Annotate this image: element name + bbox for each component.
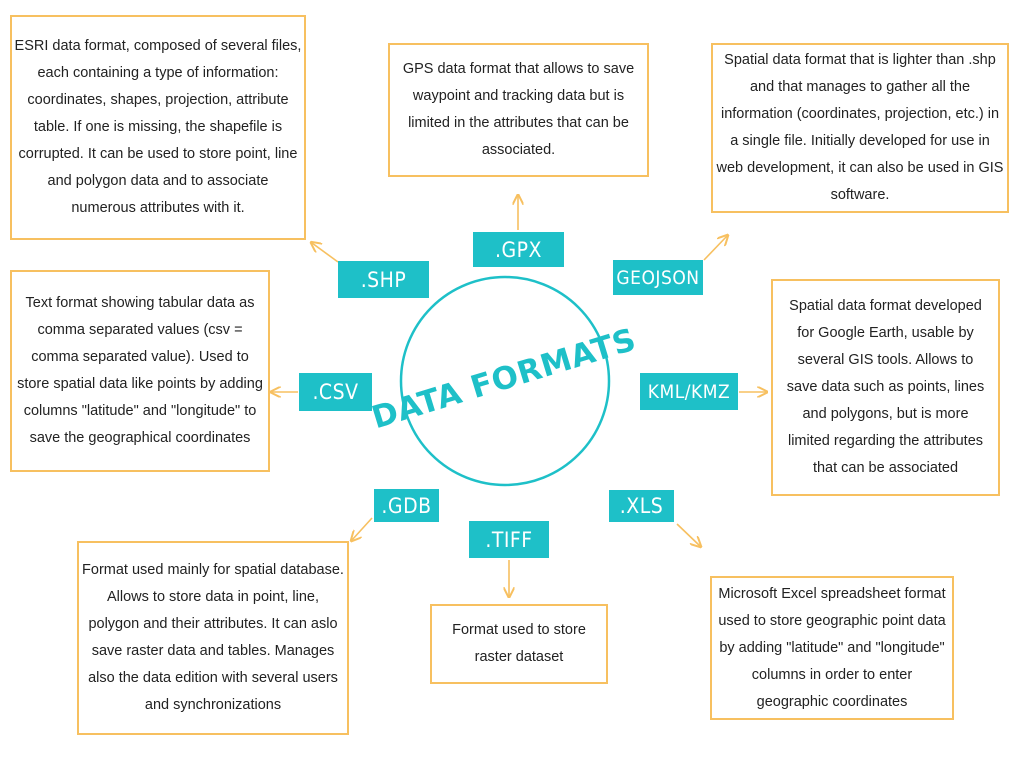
tag-shp: .SHP [338, 261, 429, 298]
tag-gpx: .GPX [473, 232, 564, 267]
desc-gdb-text: Format used mainly for spatial database.… [82, 562, 344, 713]
desc-geojson-text: Spatial data format that is lighter than… [716, 52, 1004, 203]
arrow-xls [676, 523, 700, 546]
desc-gdb: Format used mainly for spatial database.… [77, 541, 349, 735]
tag-xls: .XLS [609, 490, 674, 522]
tag-geojson: GEOJSON [613, 260, 703, 295]
tag-tiff: .TIFF [469, 521, 549, 558]
center-circle [399, 275, 611, 487]
desc-gpx-text: GPS data format that allows to save wayp… [402, 61, 635, 158]
desc-csv-text: Text format showing tabular data as comm… [17, 295, 263, 446]
desc-tiff-text: Format used to store raster dataset [452, 622, 586, 665]
desc-kml-text: Spatial data format developed for Google… [786, 298, 985, 476]
desc-geojson: Spatial data format that is lighter than… [711, 43, 1009, 213]
arrow-shp [312, 243, 339, 263]
tag-kml: KML/KMZ [640, 373, 738, 410]
desc-xls-text: Microsoft Excel spreadsheet format used … [718, 585, 946, 710]
tag-csv: .CSV [299, 373, 372, 411]
desc-gpx: GPS data format that allows to save wayp… [388, 43, 649, 177]
desc-csv: Text format showing tabular data as comm… [10, 270, 270, 472]
arrow-gdb [352, 517, 373, 540]
desc-shp-text: ESRI data format, composed of several fi… [14, 38, 302, 216]
desc-tiff: Format used to store raster dataset [430, 604, 608, 684]
desc-shp: ESRI data format, composed of several fi… [10, 15, 306, 240]
desc-xls: Microsoft Excel spreadsheet format used … [710, 576, 954, 720]
desc-kml: Spatial data format developed for Google… [771, 279, 1000, 496]
arrow-geojson [703, 236, 727, 261]
tag-gdb: .GDB [374, 489, 439, 522]
